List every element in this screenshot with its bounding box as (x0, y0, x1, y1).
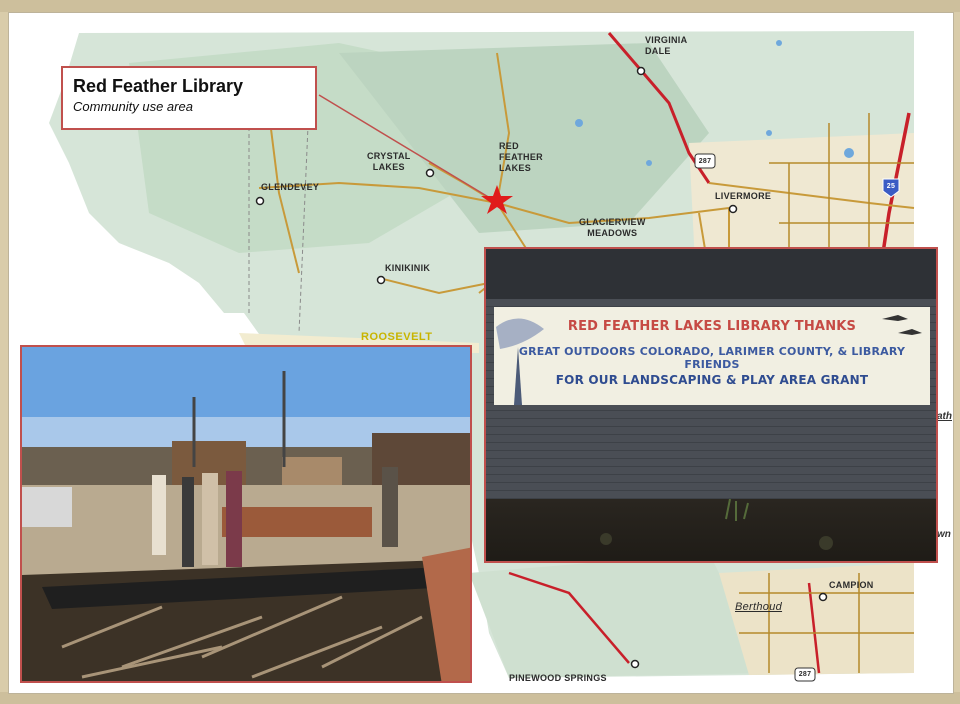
banner-line-3: FOR OUR LANDSCAPING & PLAY AREA GRANT (555, 373, 869, 387)
town-label-campion: CAMPION (829, 580, 874, 590)
bottom-frame-bar (0, 692, 960, 704)
lakes (575, 40, 854, 166)
town-label-glendevey: GLENDEVEY (261, 182, 320, 192)
banner-line-2: GREAT OUTDOORS COLORADO, LARIMER COUNTY,… (518, 345, 906, 371)
town-label-berthoud: Berthoud (735, 601, 783, 613)
callout-subtitle: Community use area (73, 99, 193, 114)
road-south (508, 571, 630, 664)
highway-shield-label: 287 (798, 671, 812, 678)
interstate-shield-25 (882, 178, 900, 198)
highway-shield-287-south (794, 667, 816, 682)
highway-shield-label: 287 (698, 158, 712, 165)
banner-line-1: RED FEATHER LAKES LIBRARY THANKS (567, 319, 857, 334)
highway-shield-287-north (694, 153, 716, 169)
forest-label-roosevelt: ROOSEVELT (361, 331, 433, 343)
county-lines (248, 102, 310, 334)
grid-roads (739, 113, 914, 673)
eave-shadow (486, 249, 936, 299)
tree-silhouette-icon (496, 318, 544, 405)
callout-title: Red Feather Library (73, 76, 244, 96)
map-edge-text: wn (937, 529, 951, 540)
plants (600, 498, 833, 550)
callout-leader-line (318, 94, 496, 202)
banner-photo: RED FEATHER LAKES LIBRARY THANKS GREAT O… (484, 247, 938, 563)
town-label-red-feather-lakes: RED FEATHER LAKES (499, 141, 543, 173)
town-label-kinikinik: KINIKINIK (385, 263, 431, 273)
map-callout-box: Red Feather Library Community use area (61, 66, 317, 130)
star-marker-icon (481, 185, 513, 214)
town-label-pinewood-springs: PINEWOOD SPRINGS (509, 673, 607, 683)
thank-you-banner: RED FEATHER LAKES LIBRARY THANKS GREAT O… (494, 307, 930, 405)
town-label-livermore: LIVERMORE (715, 191, 772, 201)
landscaping-photo (20, 345, 472, 683)
town-label-virginia-dale: VIRGINIA DALE (645, 35, 688, 56)
town-label-crystal-lakes: CRYSTAL LAKES (367, 151, 411, 172)
slide: VIRGINIA DALE CRYSTAL LAKES RED FEATHER … (8, 12, 954, 694)
town-label-glacierview-meadows: GLACIERVIEW MEADOWS (579, 217, 646, 238)
town-dots (255, 66, 828, 669)
mulch-bed (486, 498, 936, 561)
map-edge-text: ath (937, 411, 952, 422)
top-frame-bar (0, 0, 960, 12)
bird-icon (882, 315, 922, 335)
photo-scene (22, 347, 470, 681)
interstate-shield-label: 25 (886, 183, 896, 190)
